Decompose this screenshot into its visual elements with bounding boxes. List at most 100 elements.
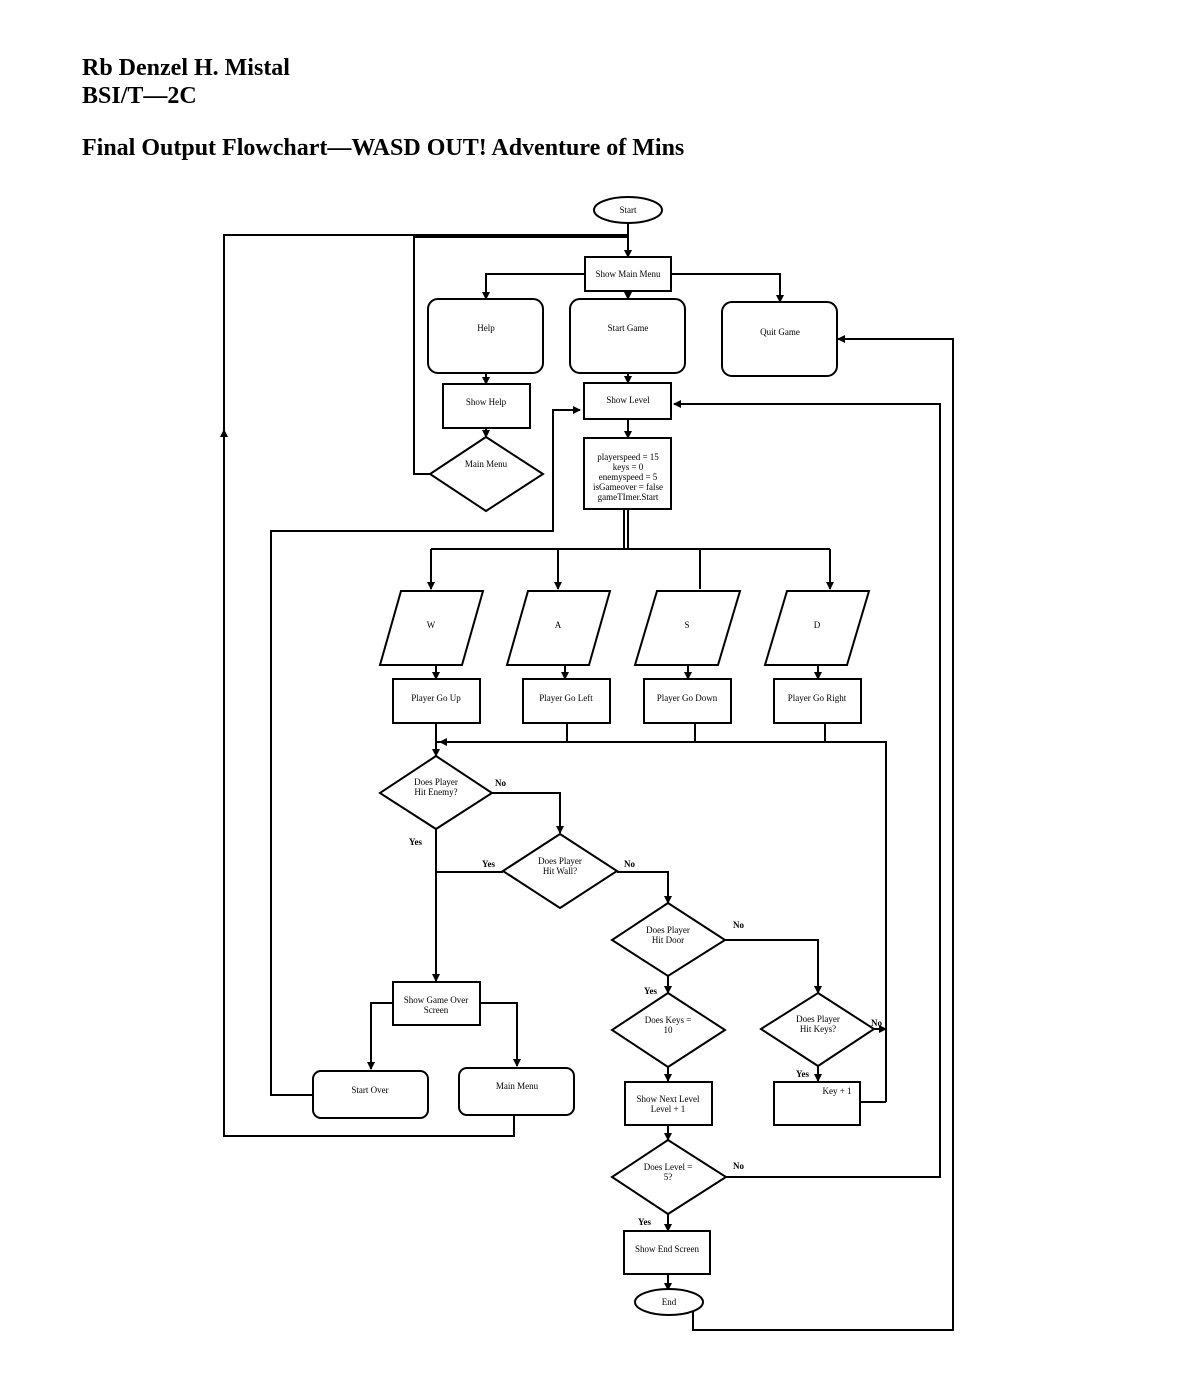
svg-text:D: D (814, 620, 821, 630)
svg-text:Player Go Left: Player Go Left (539, 693, 593, 703)
label-keys-yes: Yes (796, 1069, 809, 1079)
svg-text:Show Game Over: Show Game Over (404, 995, 469, 1005)
svg-text:Key + 1: Key + 1 (822, 1086, 851, 1096)
svg-text:Player Go Up: Player Go Up (411, 693, 461, 703)
node-hit-enemy: Does Player Hit Enemy? (378, 754, 494, 831)
node-player-go-left: Player Go Left (522, 678, 611, 724)
edge-labels: No Yes Yes No No Yes No Yes No Yes (409, 778, 882, 1227)
node-show-level: Show Level (583, 382, 672, 420)
node-player-go-down: Player Go Down (643, 678, 732, 724)
svg-text:Start Over: Start Over (351, 1085, 388, 1095)
edge-help-back-to-menu (413, 236, 628, 475)
node-init-variables: playerspeed = 15 keys = 0 enemyspeed = 5… (583, 437, 672, 510)
svg-text:gameTImer.Start: gameTImer.Start (598, 492, 659, 502)
svg-text:5?: 5? (664, 1172, 673, 1182)
edge-gameover-menu-back (223, 234, 628, 1137)
svg-text:Does Level =: Does Level = (644, 1162, 693, 1172)
node-show-next-level: Show Next Level Level + 1 (624, 1081, 713, 1126)
label-level-no: No (733, 1161, 744, 1171)
node-player-go-up: Player Go Up (392, 678, 481, 724)
section-code: BSI/T—2C (82, 83, 197, 109)
svg-text:Quit Game: Quit Game (760, 327, 800, 337)
edge-menu-to-quit (671, 273, 784, 303)
node-hit-keys: Does Player Hit Keys? (759, 991, 876, 1068)
svg-text:Does Player: Does Player (414, 777, 458, 787)
label-enemy-no: No (495, 778, 506, 788)
node-main-menu-end: Main Menu (458, 1067, 575, 1116)
svg-text:Main Menu: Main Menu (496, 1081, 539, 1091)
label-wall-yes: Yes (482, 859, 495, 869)
svg-text:Hit Door: Hit Door (652, 935, 684, 945)
node-hit-door: Does Player Hit Door (610, 901, 727, 978)
svg-text:Start Game: Start Game (608, 323, 649, 333)
svg-text:enemyspeed = 5: enemyspeed = 5 (599, 472, 658, 482)
node-show-main-menu: Show Main Menu (584, 256, 672, 292)
svg-text:isGameover = false: isGameover = false (593, 482, 663, 492)
document-header: Rb Denzel H. Mistal BSI/T—2C Final Outpu… (82, 54, 684, 162)
svg-text:Help: Help (477, 323, 495, 333)
node-start-game: Start Game (569, 298, 686, 374)
svg-text:Does Keys =: Does Keys = (645, 1015, 692, 1025)
node-key-plus-one: Key + 1 (773, 1081, 861, 1126)
svg-text:Player Go Down: Player Go Down (657, 693, 718, 703)
label-keys-no: No (871, 1018, 882, 1028)
node-show-game-over: Show Game Over Screen (392, 981, 481, 1026)
svg-text:Does Player: Does Player (538, 856, 582, 866)
node-start-over: Start Over (312, 1070, 429, 1119)
svg-text:Main Menu: Main Menu (465, 459, 508, 469)
svg-text:Start: Start (620, 205, 637, 215)
edge-gameover-to-mainmenu (480, 1002, 521, 1067)
node-help: Help (427, 298, 544, 374)
label-level-yes: Yes (638, 1217, 651, 1227)
node-end: End (634, 1288, 704, 1316)
svg-text:Player Go Right: Player Go Right (788, 693, 847, 703)
node-show-end-screen: Show End Screen (623, 1230, 711, 1275)
label-wall-no: No (624, 859, 635, 869)
svg-text:Show Main Menu: Show Main Menu (596, 269, 661, 279)
svg-text:S: S (684, 620, 689, 630)
node-show-help: Show Help (442, 383, 531, 429)
node-player-go-right: Player Go Right (773, 678, 862, 724)
edge-collector-bus (436, 741, 887, 1102)
svg-text:W: W (427, 620, 436, 630)
edge-end-to-quit (692, 335, 954, 1331)
edge-wall-no (617, 871, 672, 904)
svg-text:Show End Screen: Show End Screen (635, 1244, 699, 1254)
svg-text:Does Player: Does Player (646, 925, 690, 935)
node-keys-equals-10: Does Keys = 10 (610, 991, 727, 1069)
svg-text:playerspeed = 15: playerspeed = 15 (597, 452, 659, 462)
svg-text:Does Player: Does Player (796, 1014, 840, 1024)
svg-text:Screen: Screen (424, 1005, 449, 1015)
node-level-equals-5: Does Level = 5? (610, 1138, 728, 1216)
svg-text:Show Help: Show Help (466, 397, 507, 407)
page-title: Final Output Flowchart—WASD OUT! Adventu… (82, 135, 685, 161)
node-key-a: A (505, 590, 612, 666)
label-door-no: No (733, 920, 744, 930)
svg-text:Hit Wall?: Hit Wall? (543, 866, 577, 876)
svg-text:10: 10 (664, 1025, 674, 1035)
svg-text:Hit Enemy?: Hit Enemy? (414, 787, 457, 797)
svg-text:A: A (555, 620, 562, 630)
author-name: Rb Denzel H. Mistal (82, 55, 290, 81)
edge-init-split (623, 509, 629, 549)
node-key-d: D (763, 590, 871, 666)
edge-gameover-to-startover (367, 1002, 393, 1070)
svg-text:Hit Keys?: Hit Keys? (800, 1024, 836, 1034)
label-enemy-yes: Yes (409, 837, 422, 847)
node-hit-wall: Does Player Hit Wall? (501, 832, 619, 910)
svg-text:Show Next Level: Show Next Level (637, 1094, 700, 1104)
node-quit-game: Quit Game (721, 301, 838, 377)
svg-text:keys = 0: keys = 0 (613, 462, 644, 472)
node-main-menu-decision: Main Menu (428, 435, 545, 513)
node-key-w: W (378, 590, 485, 666)
svg-text:Level + 1: Level + 1 (651, 1104, 686, 1114)
connectors (220, 223, 954, 1331)
svg-text:End: End (662, 1297, 677, 1307)
edge-level5-no (673, 400, 941, 1178)
label-door-yes: Yes (644, 986, 657, 996)
edge-startover-to-level (270, 406, 581, 1096)
edge-door-no (725, 939, 822, 994)
node-start: Start (593, 196, 663, 224)
node-key-s: S (633, 590, 742, 666)
